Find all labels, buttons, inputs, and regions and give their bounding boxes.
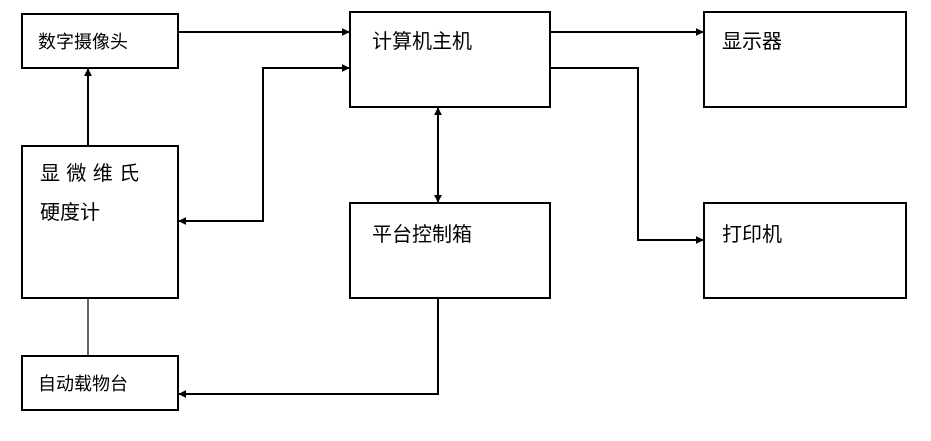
node-stage: 自动载物台 [21,355,179,411]
host-label: 计算机主机 [372,29,472,53]
node-printer: 打印机 [703,202,907,299]
node-display: 显示器 [703,11,907,108]
node-tester: 显 微 维 氏 硬度计 [21,145,179,299]
stage-label: 自动载物台 [38,374,128,395]
edge-controller-to-stage [178,298,439,398]
node-host: 计算机主机 [349,11,551,108]
display-label: 显示器 [722,29,782,53]
tester-label-line2: 硬度计 [40,200,100,224]
node-controller: 平台控制箱 [349,202,551,299]
printer-label: 打印机 [722,222,782,246]
camera-label: 数字摄像头 [38,32,128,53]
edge-tester-host-bidirectional [178,64,350,225]
tester-label-line1: 显 微 维 氏 [40,161,139,185]
edge-host-to-printer [550,67,704,244]
node-camera: 数字摄像头 [21,13,179,69]
controller-label: 平台控制箱 [372,222,472,246]
